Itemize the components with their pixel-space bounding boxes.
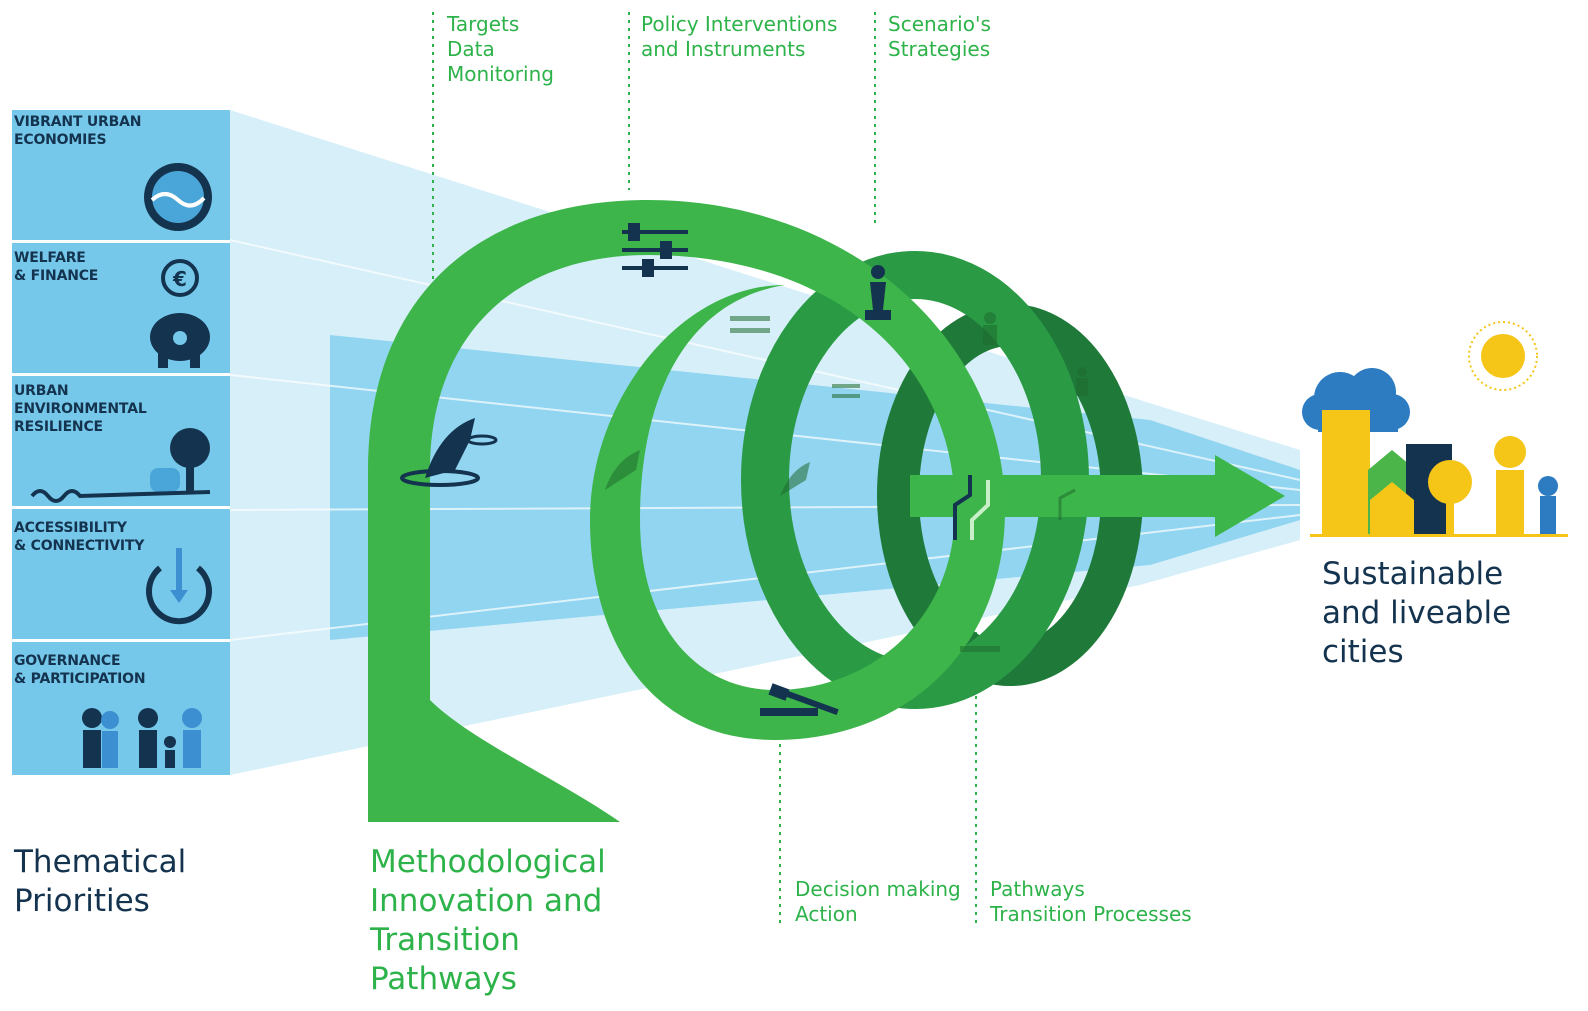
- label-line: & CONNECTIVITY: [14, 538, 145, 554]
- label-line: Decision making: [795, 877, 961, 901]
- city-illustration: [1302, 321, 1568, 537]
- label-line: VIBRANT URBAN: [14, 114, 142, 130]
- title-line: Pathways: [370, 961, 517, 997]
- title-line: Sustainable: [1322, 556, 1504, 592]
- label-line: Action: [795, 902, 858, 926]
- svg-text:€: €: [172, 267, 187, 291]
- tree-icon: [30, 428, 211, 503]
- label-line: ECONOMIES: [14, 132, 107, 148]
- hat-icon: [400, 418, 498, 487]
- title-line: Transition: [370, 922, 520, 958]
- label-line: ACCESSIBILITY: [14, 520, 127, 536]
- label-line: Policy Interventions: [641, 12, 838, 36]
- tree-city-icon: [1428, 460, 1472, 504]
- label-line: Monitoring: [447, 62, 554, 86]
- title-line: Thematical: [14, 844, 187, 880]
- methodological-title: Methodological Innovation and Transition…: [370, 843, 606, 999]
- power-icon: [146, 548, 212, 625]
- priority-label-economies: VIBRANT URBAN ECONOMIES: [14, 113, 224, 149]
- label-policy: Policy Interventions and Instruments: [641, 12, 837, 62]
- piggy-bank-icon: €: [150, 259, 210, 368]
- sustainable-cities-title: Sustainable and liveable cities: [1322, 555, 1511, 672]
- label-line: & PARTICIPATION: [14, 671, 146, 687]
- label-line: Data: [447, 37, 495, 61]
- label-line: and Instruments: [641, 37, 806, 61]
- economy-icon: [144, 163, 212, 231]
- guide-lines: [432, 12, 977, 925]
- label-decision: Decision making Action: [795, 877, 961, 927]
- label-line: Targets: [447, 12, 520, 36]
- label-scenarios: Scenario's Strategies: [888, 12, 991, 62]
- chess-piece-icon: [865, 265, 891, 320]
- priority-label-accessibility: ACCESSIBILITY & CONNECTIVITY: [14, 519, 224, 555]
- title-line: cities: [1322, 634, 1404, 670]
- person-icon: [1494, 436, 1526, 468]
- faded-icons: [605, 312, 1088, 652]
- label-line: Transition Processes: [990, 902, 1192, 926]
- title-line: and liveable: [1322, 595, 1512, 631]
- dog-icon: [1538, 476, 1558, 496]
- thematical-priorities-title: Thematical Priorities: [14, 843, 186, 921]
- label-line: URBAN: [14, 383, 69, 399]
- label-line: & FINANCE: [14, 268, 99, 284]
- title-line: Innovation and: [370, 883, 603, 919]
- ring-1-band: [368, 200, 1005, 822]
- title-line: Methodological: [370, 844, 606, 880]
- label-pathways: Pathways Transition Processes: [990, 877, 1192, 927]
- priority-label-resilience: URBAN ENVIRONMENTAL RESILIENCE: [14, 382, 224, 436]
- label-line: Scenario's: [888, 12, 991, 36]
- label-line: WELFARE: [14, 250, 86, 266]
- label-line: Strategies: [888, 37, 991, 61]
- label-targets: Targets Data Monitoring: [447, 12, 554, 87]
- pathway-arrows-icon: [953, 475, 990, 540]
- label-line: RESILIENCE: [14, 419, 103, 435]
- label-line: ENVIRONMENTAL: [14, 401, 147, 417]
- gavel-icon: [760, 683, 839, 716]
- priority-label-governance: GOVERNANCE & PARTICIPATION: [14, 652, 224, 688]
- label-line: GOVERNANCE: [14, 653, 121, 669]
- label-line: Pathways: [990, 877, 1085, 901]
- priority-label-welfare: WELFARE & FINANCE: [14, 249, 224, 285]
- title-line: Priorities: [14, 883, 150, 919]
- ring-1-base: [368, 470, 620, 822]
- sliders-icon: [622, 223, 688, 277]
- people-icon: [82, 708, 202, 768]
- sun-icon: [1481, 334, 1525, 378]
